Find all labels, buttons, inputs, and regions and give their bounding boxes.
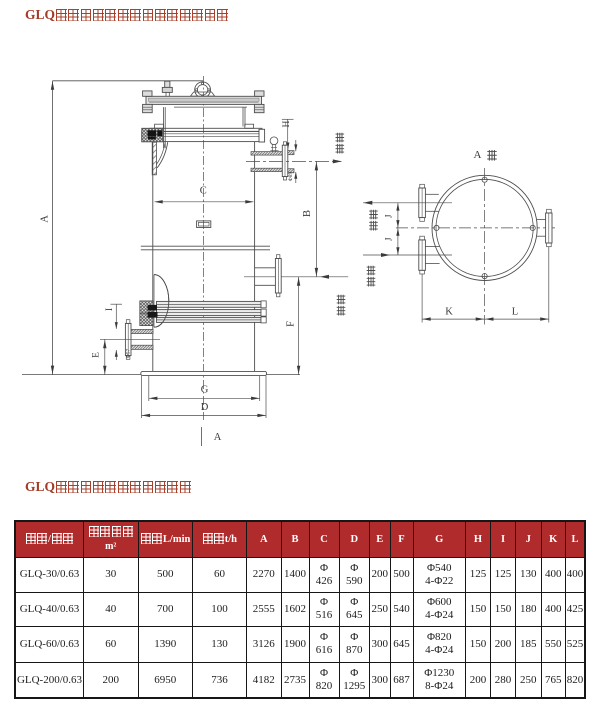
- svg-text:A: A: [214, 432, 222, 443]
- svg-text:E: E: [92, 352, 102, 358]
- svg-text:C: C: [200, 186, 207, 197]
- svg-text:J: J: [384, 214, 394, 218]
- svg-text:A: A: [474, 149, 482, 161]
- svg-text:L: L: [512, 306, 518, 317]
- svg-text:A: A: [39, 215, 50, 223]
- svg-text:D: D: [201, 402, 209, 413]
- svg-text:K: K: [445, 306, 453, 317]
- svg-text:F: F: [285, 321, 296, 327]
- svg-text:Φ89: Φ89: [288, 171, 294, 181]
- svg-text:H: H: [282, 120, 292, 127]
- svg-text:I: I: [105, 308, 115, 311]
- svg-text:G: G: [201, 385, 209, 396]
- svg-text:J: J: [384, 237, 394, 241]
- svg-text:B: B: [302, 210, 313, 217]
- svg-text:Φ57: Φ57: [125, 348, 131, 358]
